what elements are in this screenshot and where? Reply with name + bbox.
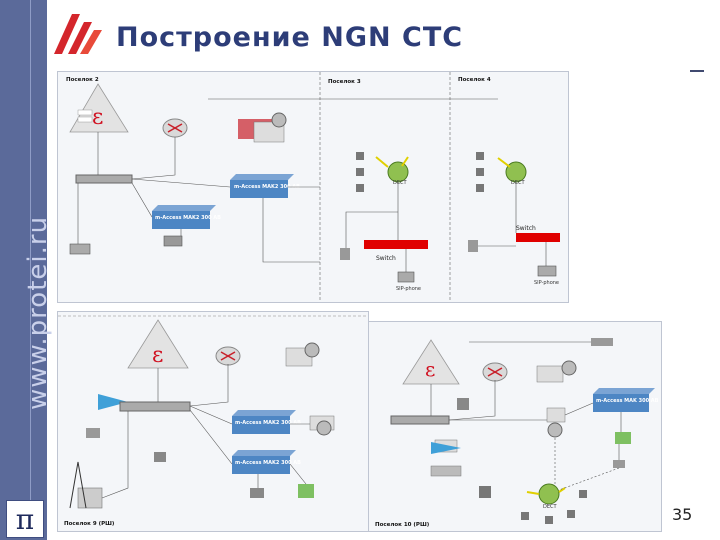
svg-text:DECT: DECT xyxy=(393,180,408,186)
hub-icon xyxy=(75,174,133,184)
svg-text:m-Access MAK2 300 AB: m-Access MAK2 300 AB xyxy=(235,420,301,426)
phone-icon xyxy=(591,338,613,346)
router-icon xyxy=(482,362,508,382)
svg-text:m-Access MAK2 300 AB: m-Access MAK2 300 AB xyxy=(234,184,300,190)
phone-icon xyxy=(537,265,557,277)
switch-4: Switch xyxy=(516,225,560,242)
phone-icon xyxy=(567,510,575,518)
server-icon xyxy=(298,484,314,498)
phone-icon xyxy=(476,168,484,176)
diagram-bottom-left: ε m-Access MAK2 300 AB m-Access MAK2 300… xyxy=(57,311,369,532)
phone-icon xyxy=(356,184,364,192)
diagram-top: Поселок 2 Поселок 3 Поселок 4 ε xyxy=(57,71,569,303)
divider xyxy=(690,70,704,72)
settlement-2-label: Поселок 2 xyxy=(66,77,99,83)
antenna-icon xyxy=(98,394,128,410)
exchange-pyramid-icon: ε xyxy=(127,319,189,369)
svg-text:ε: ε xyxy=(92,105,103,130)
phone-icon xyxy=(86,428,100,438)
svg-text:ε: ε xyxy=(425,357,435,381)
settlement-10-label: Поселок 10 (РШ) xyxy=(375,522,430,528)
device-box-a: m-Access MAK2 300 AB xyxy=(232,410,301,434)
logo-icon xyxy=(54,14,102,54)
device-box-a: m-Access MAK 300 AB xyxy=(593,388,659,412)
phone-icon xyxy=(430,465,462,477)
sidebar-divider xyxy=(30,0,31,500)
server-icon xyxy=(615,432,631,444)
server-icon xyxy=(77,487,103,509)
server-icon xyxy=(536,365,564,383)
phone-icon xyxy=(250,488,264,498)
phone-icon xyxy=(397,271,415,283)
phone-icon xyxy=(545,516,553,524)
antenna-icon xyxy=(316,420,332,436)
phone-icon xyxy=(476,152,484,160)
server-icon xyxy=(468,240,478,252)
exchange-pyramid-icon: ε xyxy=(69,83,129,133)
device-box-a: m-Access MAK2 300 AB xyxy=(230,174,300,198)
antenna-icon xyxy=(271,112,287,128)
dect-base: DECT xyxy=(538,483,560,510)
phone-icon xyxy=(479,486,491,498)
settlement-9-label: Поселок 9 (РШ) xyxy=(64,521,115,527)
svg-text:DECT: DECT xyxy=(543,504,558,510)
phone-icon xyxy=(356,152,364,160)
svg-text:m-Access MAK2 300 AB: m-Access MAK2 300 AB xyxy=(155,215,221,221)
pi-icon: π xyxy=(6,500,44,538)
diagram-bottom-right: ε m-Access MAK 300 AB DECT xyxy=(368,321,662,532)
svg-text:ε: ε xyxy=(152,343,163,368)
svg-text:Switch: Switch xyxy=(516,225,536,232)
server-icon xyxy=(546,407,566,423)
antenna-icon xyxy=(431,442,461,454)
page-title: Построение NGN СТС xyxy=(116,22,464,53)
svg-text:m-Access MAK2 300 AB: m-Access MAK2 300 AB xyxy=(235,460,301,466)
svg-text:Switch: Switch xyxy=(376,255,396,262)
server-icon xyxy=(340,248,350,260)
phone-icon xyxy=(521,512,529,520)
antenna-icon xyxy=(547,422,563,438)
antenna-icon xyxy=(304,342,320,358)
hub-icon xyxy=(119,401,191,412)
antenna-icon xyxy=(561,360,577,376)
page-number: 35 xyxy=(672,505,693,524)
phone-icon xyxy=(613,460,625,468)
router-icon xyxy=(162,118,188,138)
router-icon xyxy=(215,346,241,366)
phone-icon xyxy=(69,243,91,255)
svg-text:m-Access MAK 300 AB: m-Access MAK 300 AB xyxy=(596,398,659,404)
sidebar: www.protei.ru π xyxy=(0,0,53,540)
phone-icon xyxy=(154,452,166,462)
device-box-b: m-Access MAK2 300 AB xyxy=(152,205,221,229)
settlement-3-label: Поселок 3 xyxy=(328,79,361,85)
svg-text:SIP-phone: SIP-phone xyxy=(396,286,421,292)
website-url: www.protei.ru xyxy=(23,215,53,410)
phone-icon xyxy=(457,398,469,410)
settlement-4-label: Поселок 4 xyxy=(458,77,491,83)
svg-text:DECT: DECT xyxy=(511,180,526,186)
phone-icon xyxy=(579,490,587,498)
hub-icon xyxy=(390,415,450,425)
phone-icon xyxy=(476,184,484,192)
device-box-b: m-Access MAK2 300 AB xyxy=(232,450,301,474)
exchange-pyramid-icon: ε xyxy=(402,339,460,385)
phone-icon xyxy=(163,235,183,247)
svg-text:SIP-phone: SIP-phone xyxy=(534,280,559,286)
antenna-icon xyxy=(69,461,87,509)
switch-3: Switch xyxy=(364,240,428,262)
phone-icon xyxy=(356,168,364,176)
